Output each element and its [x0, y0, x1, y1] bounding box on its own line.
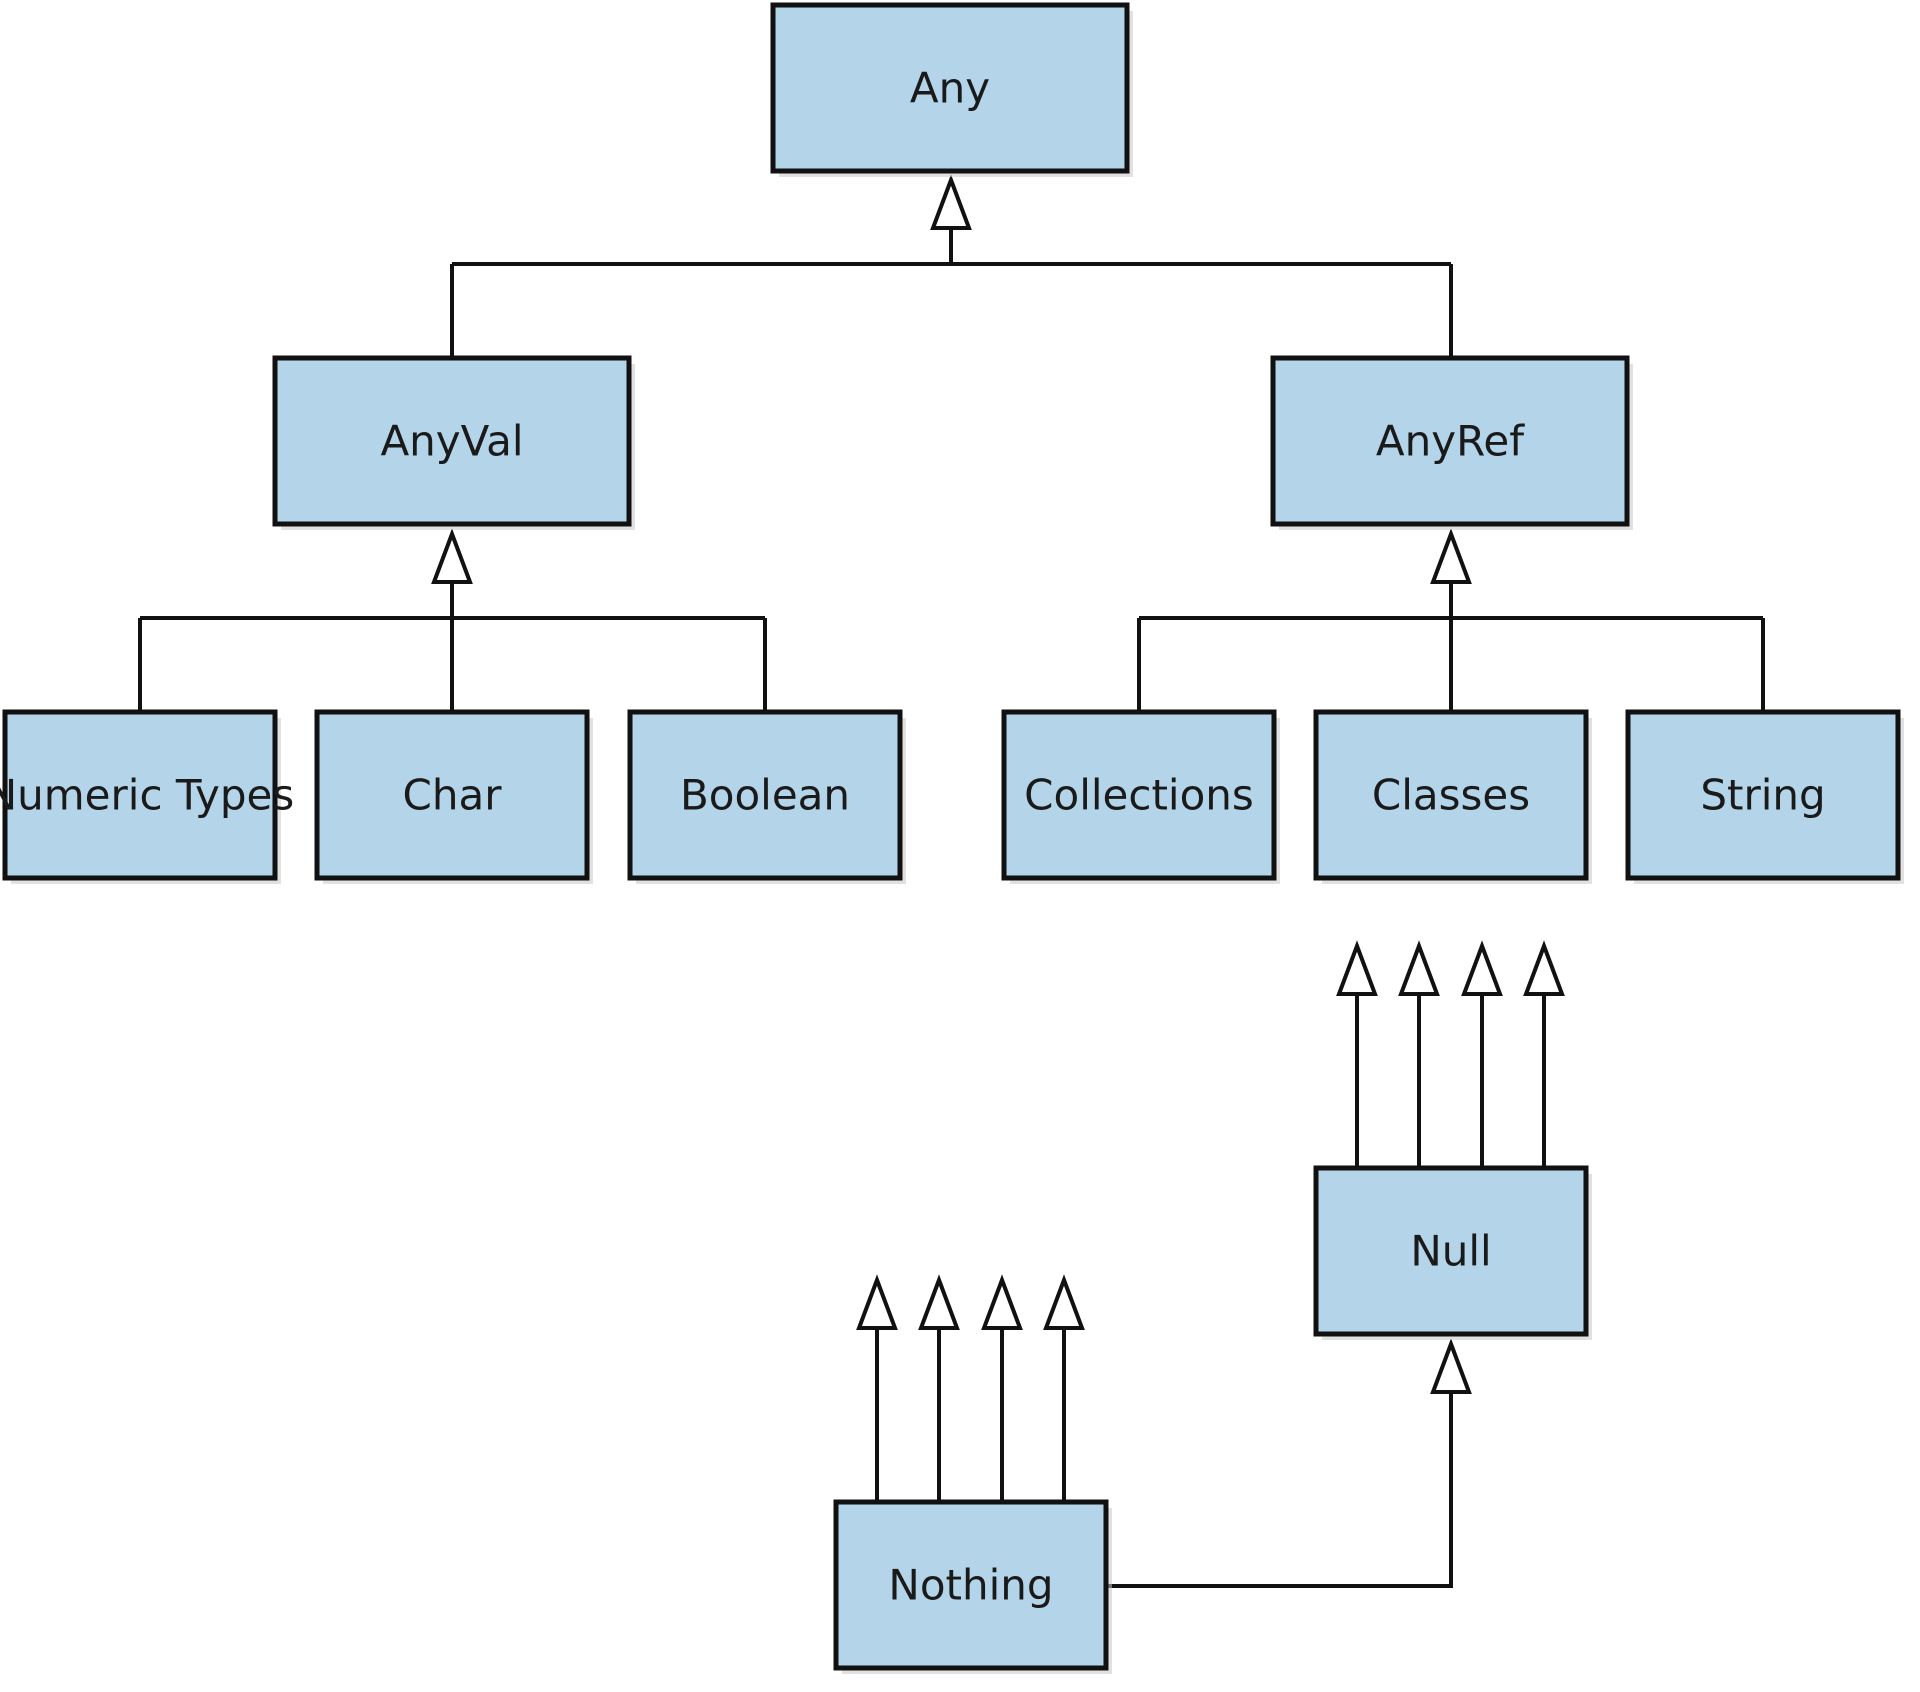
arrowhead-null	[1430, 1338, 1472, 1394]
node-null: Null	[1313, 1165, 1592, 1340]
arrowhead-null-up-2	[1398, 940, 1440, 996]
node-string-label: String	[1700, 771, 1825, 820]
node-null-box	[1313, 1165, 1589, 1337]
edges-null-up	[1336, 940, 1565, 1168]
node-classes: Classes	[1313, 709, 1592, 884]
node-classes-box	[1313, 709, 1589, 881]
node-anyref: AnyRef	[1270, 355, 1633, 530]
arrowhead-null-up-1	[1336, 940, 1378, 996]
arrowhead-anyref	[1430, 528, 1472, 584]
arrowhead-null-up-3	[1461, 940, 1503, 996]
node-string-box	[1625, 709, 1901, 881]
node-anyval: AnyVal	[272, 355, 635, 530]
node-nothing-box	[833, 1499, 1109, 1671]
node-char-box	[314, 709, 590, 881]
node-anyval-box	[272, 355, 632, 527]
arrowhead-nothing-up-2	[918, 1274, 960, 1330]
arrowhead-nothing-up-1	[856, 1274, 898, 1330]
node-char: Char	[314, 709, 593, 884]
edges-anyref	[1137, 528, 1765, 712]
node-numeric-types-box	[2, 709, 278, 881]
node-anyref-label: AnyRef	[1376, 417, 1525, 466]
edge-nothing-to-null	[1108, 1392, 1453, 1588]
node-null-label: Null	[1410, 1227, 1491, 1276]
node-collections-box	[1001, 709, 1277, 881]
node-collections: Collections	[1001, 709, 1280, 884]
edges-any	[450, 174, 1453, 358]
edges-anyval	[138, 528, 767, 712]
node-anyref-box	[1270, 355, 1630, 527]
node-any-box	[770, 2, 1130, 174]
arrowhead-nothing-up-3	[981, 1274, 1023, 1330]
edges-nothing-up	[856, 1274, 1085, 1502]
arrowhead-any	[930, 174, 972, 230]
node-any: Any	[770, 2, 1133, 177]
arrowhead-anyval	[431, 528, 473, 584]
node-boolean-box	[627, 709, 903, 881]
node-nothing: Nothing	[833, 1499, 1112, 1674]
node-numeric-types: Numeric Types	[0, 709, 294, 884]
node-classes-label: Classes	[1372, 771, 1530, 820]
edge-nothing-to-null-group	[1108, 1338, 1472, 1588]
arrowhead-nothing-up-4	[1043, 1274, 1085, 1330]
node-boolean-label: Boolean	[680, 771, 850, 820]
node-string: String	[1625, 709, 1904, 884]
node-nothing-label: Nothing	[888, 1561, 1053, 1610]
node-anyval-label: AnyVal	[380, 417, 523, 466]
node-numeric-types-label: Numeric Types	[0, 771, 294, 820]
node-collections-label: Collections	[1024, 771, 1254, 820]
arrowhead-null-up-4	[1523, 940, 1565, 996]
node-any-label: Any	[910, 64, 990, 113]
node-boolean: Boolean	[627, 709, 906, 884]
node-char-label: Char	[403, 771, 503, 820]
